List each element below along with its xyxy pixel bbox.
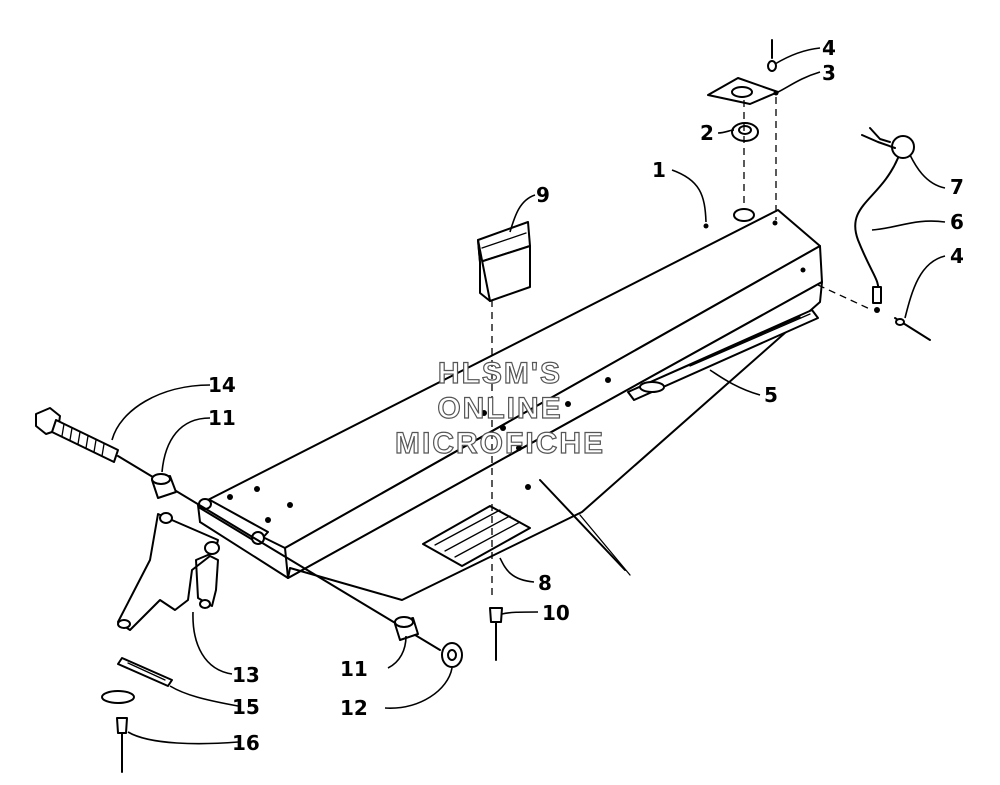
callout-11-left: 11 <box>208 406 236 430</box>
callout-9: 9 <box>536 183 550 207</box>
callout-16: 16 <box>232 731 260 755</box>
watermark-line-1: HLSM'S <box>438 357 562 390</box>
decal-5 <box>627 309 819 401</box>
watermark: HLSM'S ONLINE MICROFICHE <box>394 356 605 460</box>
rivet-10 <box>489 607 503 661</box>
grommet-2 <box>731 122 759 142</box>
decal-15 <box>117 657 173 687</box>
callout-8: 8 <box>538 571 552 595</box>
callout-2: 2 <box>700 121 714 145</box>
callout-5: 5 <box>764 383 778 407</box>
bracket-9 <box>477 221 531 302</box>
callout-14: 14 <box>208 373 236 397</box>
callout-12: 12 <box>340 696 368 720</box>
watermark-line-2: ONLINE <box>437 392 562 425</box>
tether-cable <box>854 127 931 341</box>
assembly-lines <box>491 97 873 600</box>
callout-7: 7 <box>950 175 964 199</box>
callout-6: 6 <box>950 210 964 234</box>
callout-11-right: 11 <box>340 657 368 681</box>
bushing-11-left <box>151 473 177 499</box>
rivet-16 <box>101 690 135 773</box>
plate-3 <box>707 77 779 105</box>
watermark-line-3: MICROFICHE <box>395 427 605 460</box>
callout-4-right: 4 <box>950 244 964 268</box>
callout-3: 3 <box>822 61 836 85</box>
callout-1: 1 <box>652 158 666 182</box>
callout-labels: 1 2 3 4 7 6 4 5 9 8 10 14 11 11 12 13 15… <box>208 36 964 755</box>
bracket-13 <box>117 512 220 631</box>
leader-lines <box>111 47 946 745</box>
bushing-11-right <box>394 616 419 641</box>
screw-4-top <box>767 39 777 72</box>
callout-10: 10 <box>542 601 570 625</box>
main-housing <box>197 208 823 601</box>
callout-15: 15 <box>232 695 260 719</box>
callout-4-top: 4 <box>822 36 836 60</box>
washer-12 <box>441 642 463 668</box>
decal-8 <box>422 505 531 567</box>
callout-13: 13 <box>232 663 260 687</box>
